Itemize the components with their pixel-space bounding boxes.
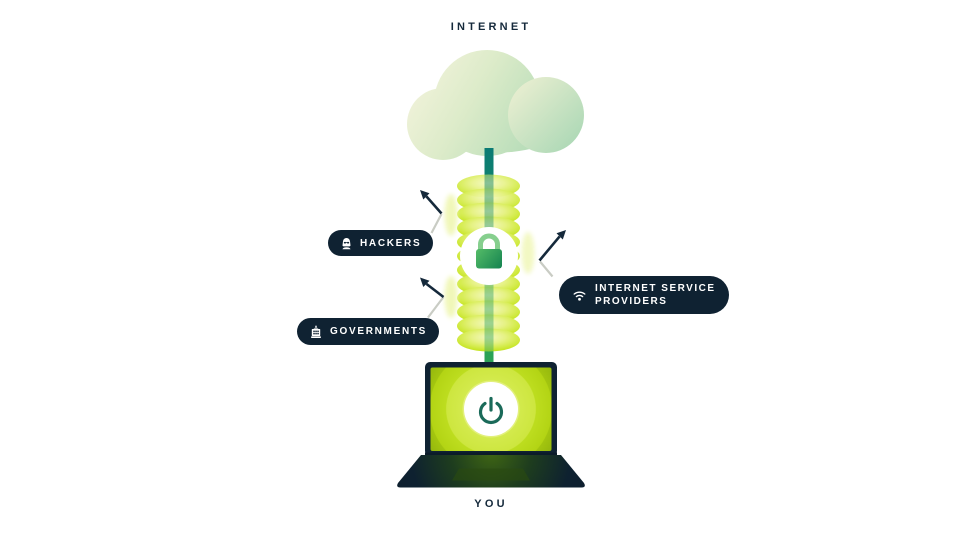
hackers-badge: HACKERS bbox=[328, 230, 434, 256]
isp-label-line1: INTERNET SERVICE bbox=[595, 283, 716, 294]
deflected-arrow-hackers bbox=[420, 190, 443, 234]
internet-cloud bbox=[407, 50, 584, 160]
deflected-arrow-governments bbox=[420, 277, 445, 319]
laptop bbox=[397, 362, 585, 488]
governments-badge: GOVERNMENTS bbox=[297, 318, 440, 345]
government-building-icon bbox=[311, 325, 321, 338]
power-icon bbox=[478, 401, 504, 425]
you-label: YOU bbox=[474, 498, 508, 510]
wifi-icon bbox=[573, 291, 586, 301]
governments-label: GOVERNMENTS bbox=[330, 326, 428, 337]
deflected-arrow-isp bbox=[538, 230, 566, 278]
isp-label-line2: PROVIDERS bbox=[595, 296, 668, 307]
isp-badge: INTERNET SERVICE PROVIDERS bbox=[559, 276, 729, 314]
power-button[interactable] bbox=[464, 382, 518, 436]
internet-label: INTERNET bbox=[450, 21, 532, 33]
laptop-trackpad bbox=[452, 468, 530, 481]
deflection-glows bbox=[444, 194, 535, 318]
hackers-label: HACKERS bbox=[360, 237, 422, 249]
encryption-lock-icon bbox=[460, 227, 518, 285]
isp-label: INTERNET SERVICE PROVIDERS bbox=[595, 282, 716, 308]
hacker-icon bbox=[342, 237, 351, 249]
